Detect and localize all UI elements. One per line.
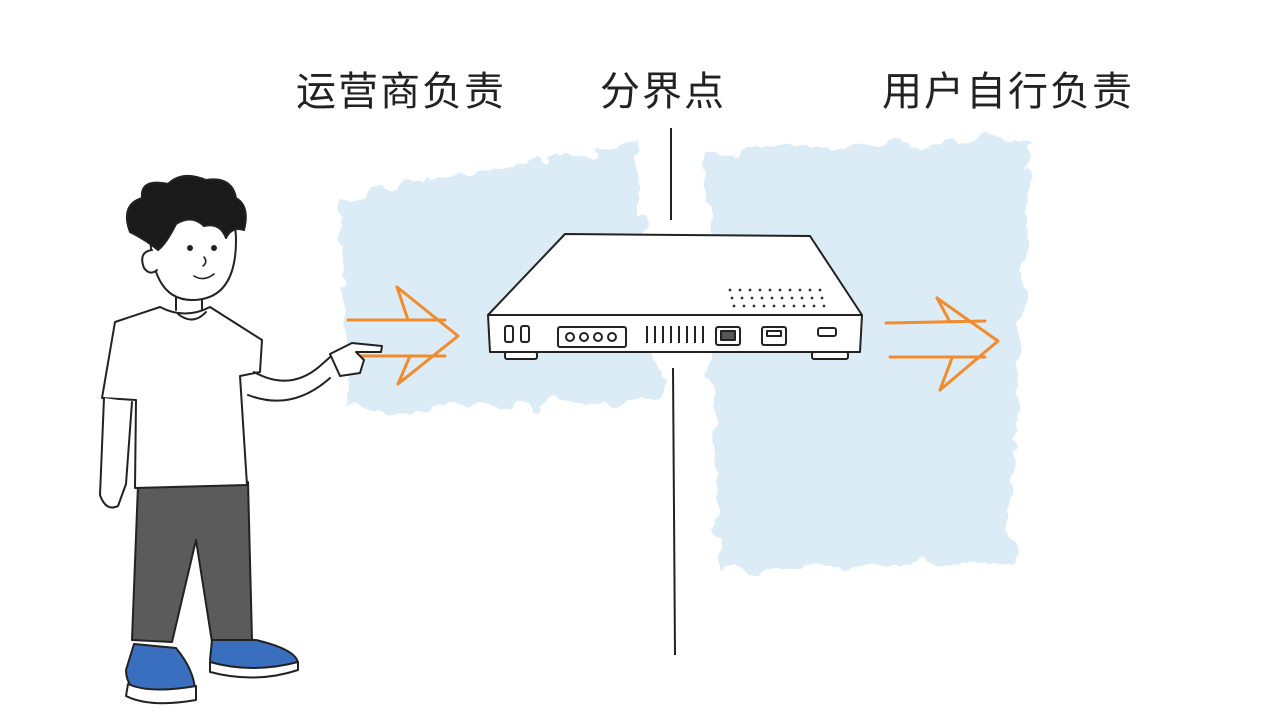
user-responsibility-label: 用户自行负责: [882, 69, 1134, 115]
incoming-arrow-icon: [346, 285, 460, 386]
demarcation-point-label: 分界点: [600, 69, 726, 115]
operator-responsibility-label: 运营商负责: [296, 69, 506, 115]
demarcation-line-bottom: [672, 367, 676, 656]
outgoing-arrow-icon: [884, 296, 1000, 392]
person-pointing: [99, 174, 383, 705]
network-device: [487, 233, 863, 360]
